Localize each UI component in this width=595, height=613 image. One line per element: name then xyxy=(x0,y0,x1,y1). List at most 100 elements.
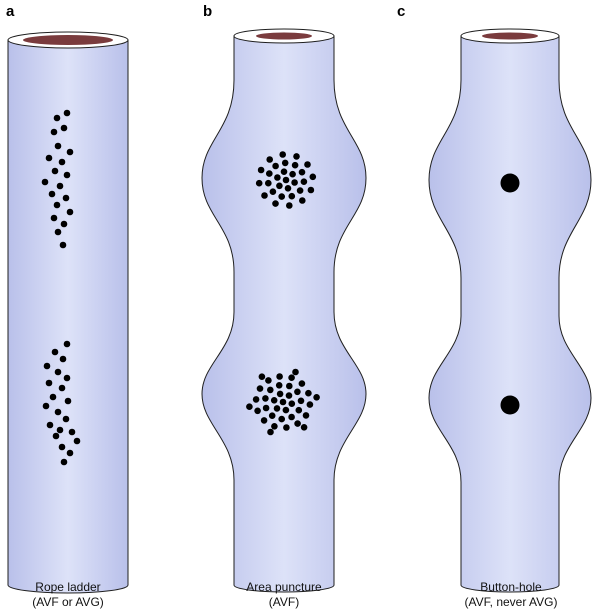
panel-b-puncture-dot xyxy=(260,417,268,424)
panel-b-puncture-dot xyxy=(294,388,301,396)
panel-b-puncture-dot xyxy=(282,406,290,414)
panel-a-puncture-dot xyxy=(53,201,61,209)
panel-c: c xyxy=(397,3,592,593)
panel-b-puncture-dot xyxy=(267,386,274,394)
panel-a-puncture-dot xyxy=(62,415,70,423)
panel-b-puncture-dot xyxy=(278,415,286,423)
panel-a-puncture-dot xyxy=(49,393,57,401)
panel-b-vessel-lumen xyxy=(256,32,312,40)
panel-b-puncture-dot xyxy=(288,192,296,200)
panel-b-puncture-dot xyxy=(297,397,305,405)
panel-b-vessel xyxy=(201,35,367,593)
panel-a-puncture-dot xyxy=(43,362,51,370)
panel-a-puncture-dot xyxy=(54,368,62,376)
panel-b-puncture-dot xyxy=(276,390,284,398)
panel-a-puncture-dot xyxy=(50,128,58,136)
panel-a-puncture-dot xyxy=(54,228,62,236)
panel-b-puncture-dot xyxy=(300,424,308,431)
panel-b-puncture-dot xyxy=(313,394,320,401)
panel-b-puncture-dot xyxy=(288,413,295,421)
panel-a-puncture-dot xyxy=(63,171,71,179)
panel-b-puncture-dot xyxy=(246,403,253,411)
panel-a-caption-line1: Rope ladder xyxy=(35,580,101,594)
panel-a-puncture-dot xyxy=(73,437,81,445)
panel-b-puncture-dot xyxy=(266,170,273,177)
panel-b-puncture-dot xyxy=(261,192,268,199)
panel-b-puncture-dot xyxy=(309,173,317,181)
panel-b-puncture-dot xyxy=(279,398,287,406)
panel-a-puncture-dot xyxy=(64,397,72,405)
panel-a-puncture-dot xyxy=(45,154,53,162)
panel-a-puncture-dot xyxy=(42,402,50,410)
panel-a-letter: a xyxy=(6,3,15,20)
panel-b-puncture-dot xyxy=(304,161,311,168)
panel-b-puncture-dot xyxy=(268,412,276,420)
panel-a-caption: Rope ladder (AVF or AVG) xyxy=(0,580,148,610)
panel-a-vessel xyxy=(7,39,129,594)
panel-b-puncture-dot xyxy=(279,151,287,158)
panel-b-puncture-dot xyxy=(295,406,303,414)
panel-a-puncture-dot xyxy=(46,421,54,429)
panel-b-puncture-dot xyxy=(299,197,306,204)
panel-b-puncture-dot xyxy=(265,179,272,187)
panel-a-puncture-dot xyxy=(58,443,66,451)
panel-b-puncture-dot xyxy=(273,405,281,412)
panel-b-puncture-dot xyxy=(298,380,306,387)
panel-a-puncture-dot xyxy=(54,408,62,416)
panel-a-puncture-dot xyxy=(66,148,74,156)
panel-b-puncture-dot xyxy=(255,179,263,187)
panel-b-puncture-dot xyxy=(258,373,266,381)
panel-b-punctures xyxy=(246,151,320,436)
panel-a-caption-line2: (AVF or AVG) xyxy=(32,595,104,609)
panel-b: b xyxy=(201,3,367,593)
panel-b-puncture-dot xyxy=(291,179,298,186)
panel-a-puncture-dot xyxy=(51,348,59,356)
panel-a-puncture-dot xyxy=(68,428,76,436)
panel-a-puncture-dot xyxy=(48,190,56,198)
panel-b-puncture-dot xyxy=(275,382,283,389)
panel-a-puncture-dot xyxy=(60,458,68,466)
panel-a-puncture-dot xyxy=(56,426,64,434)
panel-a-puncture-dot xyxy=(63,374,71,382)
panel-a-vessel-lumen xyxy=(23,35,113,45)
panel-b-puncture-dot xyxy=(284,185,292,192)
panel-a-puncture-dot xyxy=(66,449,74,457)
panel-b-puncture-dot xyxy=(300,178,308,185)
panel-b-puncture-dot xyxy=(282,176,290,184)
panel-b-puncture-dot xyxy=(276,182,283,190)
panel-a-punctures xyxy=(41,109,81,466)
panel-a-puncture-dot xyxy=(58,158,66,166)
panel-a-puncture-dot xyxy=(60,220,68,228)
panel-b-puncture-dot xyxy=(270,397,278,404)
panel-b-puncture-dot xyxy=(262,395,269,402)
panel-b-puncture-dot xyxy=(266,156,274,163)
panel-b-puncture-dot xyxy=(269,188,277,195)
panel-b-puncture-dot xyxy=(305,389,312,397)
panel-b-puncture-dot xyxy=(257,166,265,174)
panel-b-puncture-dot xyxy=(283,424,290,431)
panel-b-puncture-dot xyxy=(272,162,279,170)
panel-b-puncture-dot xyxy=(256,385,264,392)
panel-b-puncture-dot xyxy=(276,373,283,380)
panel-b-puncture-dot xyxy=(285,392,293,399)
panel-b-puncture-dot xyxy=(289,170,296,178)
panel-b-puncture-dot xyxy=(262,404,270,412)
panel-a-puncture-dot xyxy=(63,340,71,348)
panel-a-puncture-dot xyxy=(59,241,67,249)
panel-b-puncture-dot xyxy=(252,396,260,403)
panel-a-puncture-dot xyxy=(50,214,58,222)
panel-c-caption-line1: Button-hole xyxy=(480,580,542,594)
panel-b-puncture-dot xyxy=(306,401,314,408)
panel-b-puncture-dot xyxy=(265,377,272,384)
panel-b-puncture-dot xyxy=(291,161,299,169)
panel-b-puncture-dot xyxy=(288,374,295,382)
panel-b-puncture-dot xyxy=(281,159,289,167)
panel-c-vessel-lumen xyxy=(482,32,538,40)
panel-b-puncture-dot xyxy=(286,202,293,209)
panel-b-caption-line1: Area puncture xyxy=(246,580,322,594)
panel-a-puncture-dot xyxy=(66,208,74,216)
panel-c-buttonhole-lower xyxy=(500,395,520,415)
panel-a-puncture-dot xyxy=(54,142,62,150)
panel-a-puncture-dot xyxy=(51,167,59,175)
panel-b-puncture-dot xyxy=(272,200,279,207)
